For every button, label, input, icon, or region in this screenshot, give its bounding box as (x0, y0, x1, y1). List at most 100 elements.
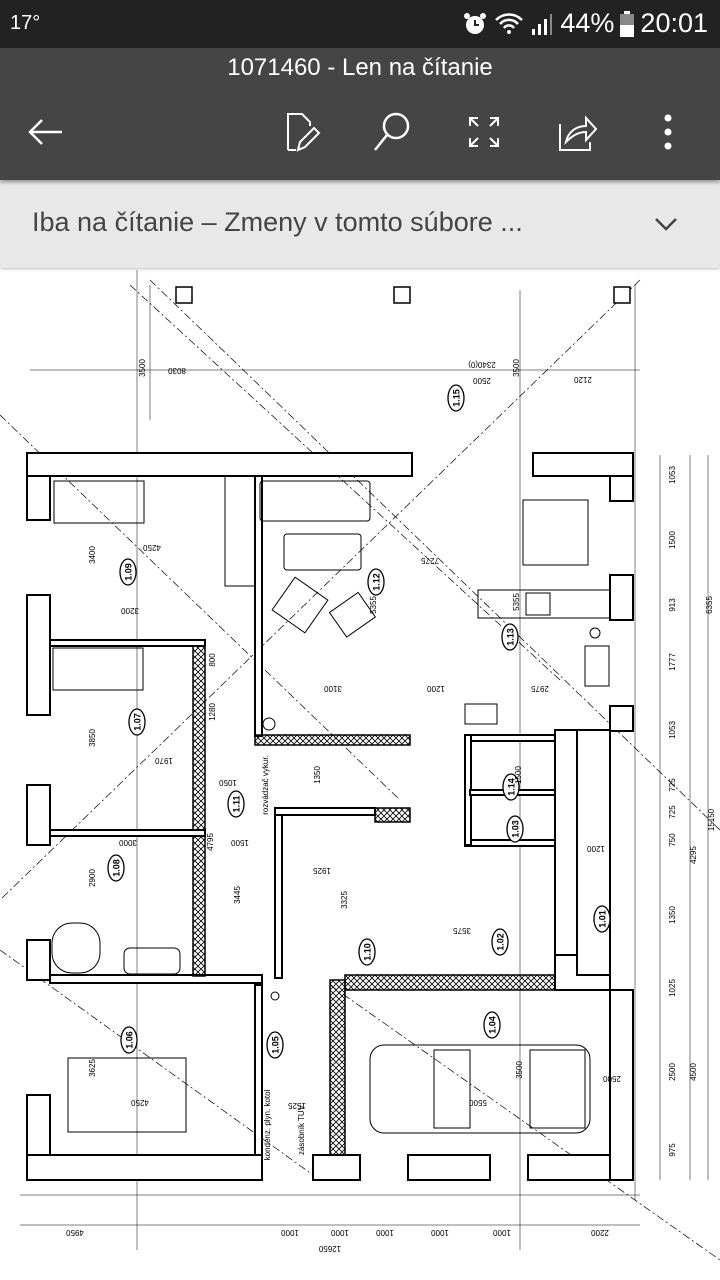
dimension-label: 1500 (231, 838, 249, 847)
battery-percent: 44% (560, 8, 615, 38)
room-label: 1.13 (501, 623, 519, 651)
dimension-label: 3850 (88, 729, 97, 747)
room-number: 1.10 (363, 943, 373, 961)
dimension-label: 1053 (668, 721, 677, 739)
wall (609, 574, 634, 621)
dimension-label: 1050 (219, 778, 237, 787)
room-number: 1.13 (506, 628, 516, 646)
more-icon[interactable] (646, 110, 690, 154)
dimension-label: 725 (668, 805, 677, 819)
dimension-label: 2975 (531, 684, 549, 693)
dimension-label: 750 (668, 833, 677, 847)
dimension-label: 4295 (689, 846, 698, 864)
room-label: 1.07 (128, 708, 146, 736)
dimension-label: 3000 (119, 838, 137, 847)
walls (26, 452, 634, 1181)
room-number: 1.02 (496, 933, 506, 951)
chevron-down-icon[interactable] (652, 210, 680, 238)
room-label-ellipse (358, 938, 376, 966)
dimension-label: 5355 (512, 593, 521, 611)
room-number: 1.08 (112, 859, 122, 877)
dimension-label: 3500 (515, 1061, 524, 1079)
room-label-ellipse (227, 790, 245, 818)
dimension-label: 1200 (587, 844, 605, 853)
wall (464, 839, 556, 847)
dimension-label: 1000 (376, 1228, 394, 1237)
clock: 20:01 (640, 8, 708, 38)
battery-icon (620, 10, 635, 37)
room-number: 1.15 (452, 389, 462, 407)
dimension-label: 800 (208, 653, 217, 667)
dimension-label: 4250 (131, 1098, 149, 1107)
dimension-label: 1000 (331, 1228, 349, 1237)
room-label-ellipse (120, 1026, 138, 1054)
room-label: 1.12 (367, 568, 385, 596)
hatched-wall (329, 979, 346, 1156)
dimension-label: 2500 (603, 1074, 621, 1083)
annotation-label: rozvádzač vykur. (261, 755, 270, 815)
hatched-wall (374, 807, 411, 823)
wall (49, 639, 206, 647)
dimension-label: 6355 (705, 596, 714, 614)
room-label: 1.14 (502, 773, 520, 801)
dimension-label: 1500 (514, 766, 523, 784)
dimension-label: 1777 (668, 653, 677, 671)
guide-lines (0, 270, 720, 1261)
annotation-label: zásobník TUV (297, 1104, 306, 1155)
wall (26, 475, 51, 521)
dimension-label: 4950 (66, 1228, 84, 1237)
dimension-label: 15150 (707, 808, 716, 831)
alarm-icon (464, 12, 487, 34)
wall (49, 974, 263, 984)
wall (26, 1154, 263, 1181)
wall (274, 807, 283, 979)
wall (576, 729, 611, 976)
room-number: 1.12 (372, 573, 382, 591)
dimension-label: 12650 (318, 1244, 341, 1253)
dimension-label: 1280 (208, 703, 217, 721)
dimension-label: 1525 (288, 1101, 306, 1110)
hatched-wall (254, 734, 411, 746)
dimension-label: 2500 (473, 376, 491, 385)
read-only-message: Iba na čítanie – Zmeny v tomto súbore ..… (32, 207, 523, 237)
dimension-label: 4500 (689, 1063, 698, 1081)
room-label-ellipse (266, 1031, 284, 1059)
fullscreen-icon[interactable] (462, 110, 506, 154)
wall (254, 475, 263, 737)
room-number: 1.03 (511, 820, 521, 838)
hatched-wall (192, 835, 206, 977)
edit-document-icon[interactable] (280, 110, 324, 154)
wall (609, 989, 634, 1181)
wall (26, 784, 51, 846)
room-number: 1.07 (133, 713, 143, 731)
wifi-icon (495, 12, 524, 34)
dimension-label: 2340(0) (468, 360, 496, 369)
room-label-ellipse (367, 568, 385, 596)
dimension-label: 1500 (668, 531, 677, 549)
wall (26, 452, 413, 477)
dimension-label: 1000 (431, 1228, 449, 1237)
room-number: 1.14 (507, 778, 517, 796)
room-label: 1.08 (107, 854, 125, 882)
dimension-label: 3625 (88, 1059, 97, 1077)
back-arrow-icon[interactable] (24, 110, 68, 154)
read-only-banner[interactable]: Iba na čítanie – Zmeny v tomto súbore ..… (0, 180, 720, 268)
hatched-walls (192, 645, 556, 1156)
status-bar: 17° 44% 20:01 (0, 0, 720, 48)
room-number: 1.11 (232, 795, 242, 812)
room-label-ellipse (506, 815, 524, 843)
dimension-label: 5500 (469, 1098, 487, 1107)
document-title: 1071460 - Len na čítanie (227, 54, 493, 81)
share-icon[interactable] (554, 110, 598, 154)
dimension-label: 3100 (324, 684, 342, 693)
wall (312, 1154, 361, 1181)
room-label-ellipse (483, 1011, 501, 1039)
dimension-label: 975 (668, 1143, 677, 1157)
room-label: 1.03 (506, 815, 524, 843)
dimension-label: 4250 (143, 543, 161, 552)
search-icon[interactable] (370, 110, 414, 154)
room-label: 1.09 (119, 558, 137, 586)
